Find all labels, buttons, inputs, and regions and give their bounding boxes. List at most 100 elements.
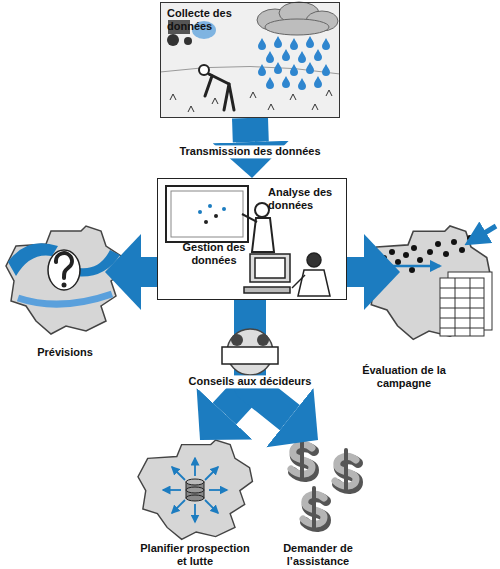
- flow-arrow: [232, 118, 269, 142]
- whiteboard: [166, 186, 248, 242]
- raindrop: [290, 64, 298, 76]
- dispatch-arrow: [205, 467, 218, 480]
- dispatch-arrow: [163, 489, 181, 491]
- data-manager: [292, 253, 330, 296]
- advice-sheet: [222, 347, 278, 364]
- dispatch-arrows: [163, 458, 227, 522]
- process-box: Collecte des données: [160, 2, 340, 118]
- analyst-body: [252, 218, 274, 252]
- country-map: [6, 226, 124, 334]
- migration-arrow: [468, 226, 496, 243]
- dispatch-arrow: [172, 500, 185, 513]
- database-band: [186, 487, 204, 493]
- map-dot: [222, 207, 226, 211]
- field-worker: [199, 65, 234, 110]
- report-grid: [440, 278, 484, 336]
- database-base: [186, 495, 204, 501]
- map-dot: [208, 204, 212, 208]
- grass-tuft: [312, 104, 318, 110]
- locust-sightings: [381, 235, 473, 273]
- dispatch-arrow: [172, 467, 185, 480]
- node-label: Prévisions: [5, 346, 125, 359]
- grass-tuft: [290, 94, 296, 100]
- grass-tuft: [268, 104, 274, 110]
- database-icon: [186, 479, 204, 501]
- question-dot: [62, 283, 67, 288]
- node-label: Planifier prospection et lutte: [136, 542, 254, 568]
- forecast-map: [6, 226, 124, 334]
- sighting-dot: [427, 249, 433, 255]
- raindrop: [314, 76, 322, 88]
- sighting-dot: [435, 241, 441, 247]
- node-label: Analyse des données: [268, 186, 344, 212]
- dollar-symbol: [335, 450, 358, 491]
- manager-arm: [292, 275, 305, 288]
- dispatch-arrow: [205, 500, 218, 513]
- connector-label: Transmission des données: [176, 145, 323, 158]
- dispatch-arrow: [209, 489, 227, 491]
- sighting-dot: [381, 255, 387, 261]
- question-badge: [48, 250, 80, 290]
- money-icons: [291, 438, 358, 529]
- report-sheets: [440, 272, 492, 336]
- flow-arrow: [141, 257, 157, 287]
- raindrop: [258, 38, 266, 50]
- office-background: [157, 178, 347, 300]
- raindrop: [274, 36, 282, 48]
- grass: [170, 90, 332, 112]
- raindrop: [290, 38, 298, 50]
- report-sheet: [440, 278, 484, 336]
- advisor-head: [257, 334, 269, 346]
- manager-body: [298, 270, 330, 296]
- sighting-dot: [409, 267, 415, 273]
- output-panel: Demander de l’assistance: [272, 440, 367, 568]
- worker-arm: [205, 76, 212, 96]
- question-mark: [56, 253, 72, 278]
- raindrop: [258, 64, 266, 76]
- office-illustration: [157, 178, 347, 300]
- raindrop: [306, 36, 314, 48]
- field-illustration: [160, 2, 340, 118]
- planning-map: [138, 440, 252, 539]
- sighting-dot: [403, 252, 409, 258]
- sighting-dot: [443, 251, 449, 257]
- process-box: Analyse des donnéesGestion des données: [157, 178, 347, 300]
- grass-tuft: [326, 90, 332, 96]
- screen: [255, 258, 285, 278]
- raindrop: [266, 77, 274, 89]
- node-sublabel: Gestion des données: [172, 241, 256, 267]
- raindrops: [258, 36, 330, 90]
- weather-swirl: [74, 250, 120, 277]
- database-top: [186, 479, 204, 485]
- sighting-dot: [389, 249, 395, 255]
- analyst-head: [255, 203, 269, 217]
- manager-head: [307, 253, 321, 267]
- grass-tuft: [188, 106, 194, 112]
- monitor: [250, 254, 290, 282]
- raindrop: [322, 38, 330, 50]
- raindrop: [322, 64, 330, 76]
- advisor-head: [231, 334, 243, 346]
- raindrop: [274, 62, 282, 74]
- grass-tuft: [170, 94, 176, 100]
- output-panel: Évaluation de la campagne: [400, 222, 497, 394]
- raindrop: [298, 51, 306, 63]
- map-dot: [214, 214, 218, 218]
- flow-arrow: [347, 257, 364, 287]
- country-map: [138, 440, 252, 539]
- dollar-bar: [344, 450, 348, 491]
- tractor-wheel: [184, 37, 192, 45]
- node-label: Collecte des données: [167, 7, 241, 33]
- grass-tuft: [212, 98, 218, 104]
- raindrop: [306, 62, 314, 74]
- dollar-symbol: [303, 488, 326, 529]
- output-panel: Planifier prospection et lutte: [140, 440, 252, 568]
- computer: [244, 254, 290, 293]
- worker-head: [199, 65, 209, 75]
- dispatch-arrow: [194, 458, 196, 476]
- migration-arrow: [378, 265, 440, 268]
- raindrop: [282, 49, 290, 61]
